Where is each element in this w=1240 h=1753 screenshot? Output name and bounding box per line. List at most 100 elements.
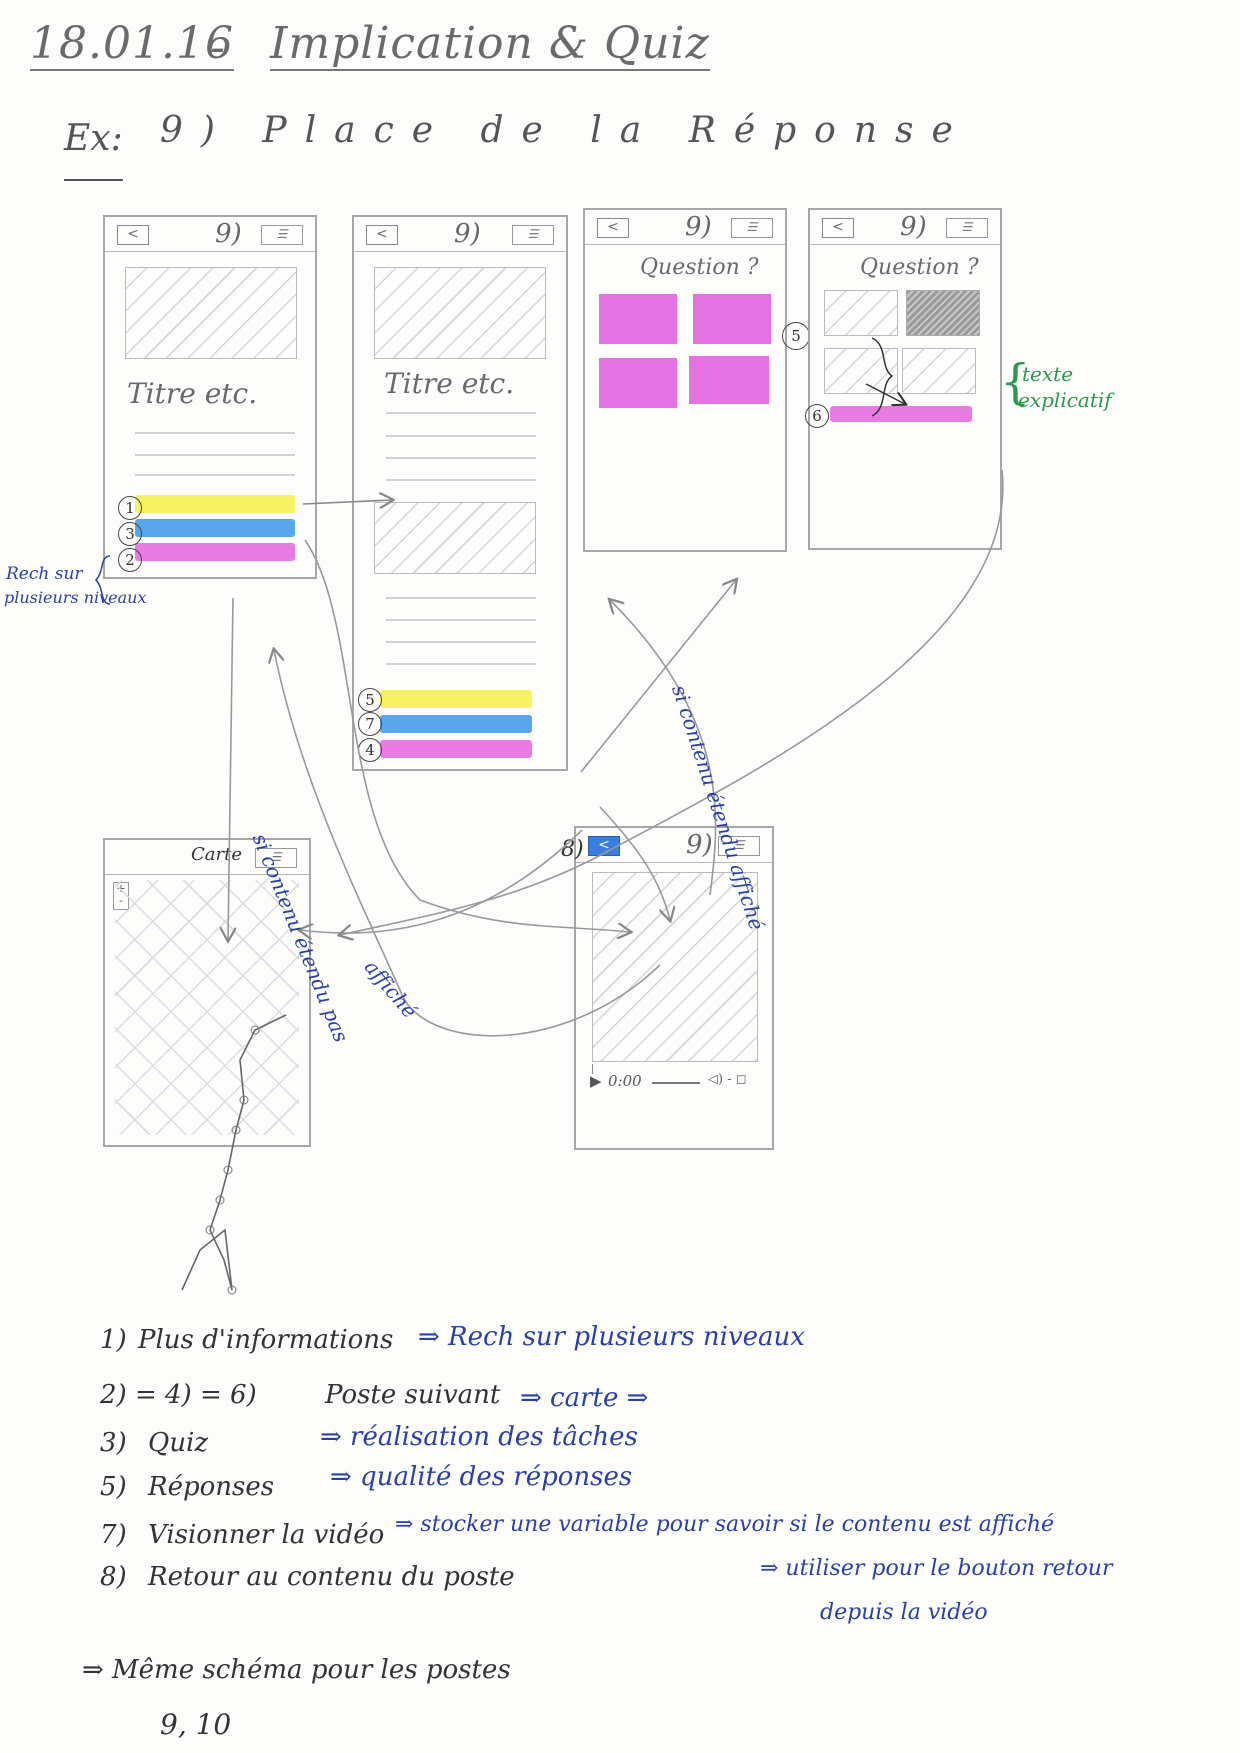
- answer-option-3[interactable]: [599, 358, 677, 408]
- map-waypoint: [227, 1285, 237, 1295]
- menu-icon[interactable]: ☰: [718, 836, 760, 856]
- question-text: Question ?: [860, 255, 979, 280]
- circled-number-5-screen2: 5: [358, 688, 382, 712]
- next-post-button[interactable]: [830, 406, 972, 422]
- menu-icon[interactable]: ☰: [731, 218, 773, 238]
- answer-option-4[interactable]: [689, 356, 769, 404]
- post-title: Titre etc.: [127, 377, 258, 410]
- image-placeholder: [374, 267, 546, 359]
- title-bar: < 9) ☰: [354, 217, 566, 252]
- screen-number: 9): [685, 212, 712, 242]
- map-waypoint: [231, 1125, 241, 1135]
- title-bar: < 9) ☰: [576, 828, 772, 863]
- green-note-explicatif: explicatif: [1018, 388, 1112, 412]
- map-waypoint: [205, 1225, 215, 1235]
- text-line: [135, 432, 295, 434]
- post-title: Titre etc.: [384, 367, 515, 400]
- progress-start: [592, 1064, 601, 1074]
- arrow-6-to-map: [340, 469, 1004, 935]
- note-label-5: Réponses: [148, 1472, 275, 1502]
- note-num-3: 3): [100, 1428, 127, 1458]
- video-player[interactable]: [592, 872, 758, 1062]
- circled-number-3: 3: [118, 522, 142, 546]
- footer-line2: 9, 10: [160, 1708, 232, 1741]
- next-post-button[interactable]: [380, 740, 532, 758]
- text-line: [386, 435, 536, 437]
- note-num-1: 1): [100, 1325, 127, 1355]
- left-note-line1: Rech sur: [6, 564, 83, 584]
- text-line: [386, 457, 536, 459]
- title-bar: < 9) ☰: [105, 217, 315, 252]
- arrow-video-back-to-screen1: [274, 650, 661, 1037]
- note-result-8-cont: depuis la vidéo: [820, 1600, 988, 1625]
- answer-option-2[interactable]: [693, 294, 771, 344]
- back-button[interactable]: <: [822, 218, 854, 238]
- volume-fullscreen-icons[interactable]: ◁) - ◻: [708, 1072, 747, 1087]
- menu-icon[interactable]: ☰: [512, 225, 554, 245]
- date-header: 18.01.16: [30, 18, 234, 71]
- extended-image-placeholder: [374, 502, 536, 574]
- exercise-label: Ex:: [64, 118, 123, 181]
- topic-header: Implication & Quiz: [270, 18, 710, 71]
- note-label-7: Visionner la vidéo: [148, 1520, 385, 1550]
- note-result-5: ⇒ qualité des réponses: [330, 1462, 633, 1492]
- map-area[interactable]: [115, 880, 299, 1135]
- menu-icon[interactable]: ☰: [946, 218, 988, 238]
- menu-icon[interactable]: ☰: [261, 225, 303, 245]
- arrow-5-to-quiz: [580, 580, 736, 773]
- note-num-2: 2) = 4) = 6): [100, 1380, 257, 1410]
- back-button[interactable]: <: [588, 836, 620, 856]
- text-line: [386, 412, 536, 414]
- title-bar: < 9) ☰: [585, 210, 785, 245]
- video-button[interactable]: [380, 715, 532, 733]
- screen-map: Carte ☰ + -: [103, 838, 311, 1147]
- map-waypoint: [215, 1195, 225, 1205]
- map-waypoint: [223, 1165, 233, 1175]
- arrow-2-to-map: [228, 597, 233, 940]
- screen-quiz-answer: < 9) ☰ Question ?: [808, 208, 1002, 550]
- circled-number-1: 1: [118, 496, 142, 520]
- text-line: [386, 597, 536, 599]
- answer-option-selected[interactable]: [906, 290, 980, 336]
- arrow-1-to-screen2: [302, 500, 392, 504]
- screen-number: 9): [686, 830, 713, 860]
- play-icon[interactable]: ▶: [590, 1072, 602, 1090]
- left-note-line2: plusieurs niveaux: [4, 588, 147, 607]
- screen-number: 9): [454, 219, 481, 249]
- note-num-7: 7): [100, 1520, 127, 1550]
- back-button[interactable]: <: [597, 218, 629, 238]
- arrow-4-to-map: [300, 829, 583, 933]
- next-post-button[interactable]: [135, 543, 295, 561]
- screen-number: 9): [215, 219, 242, 249]
- note-label-3: Quiz: [148, 1428, 209, 1458]
- circled-number-7: 7: [358, 712, 382, 736]
- note-label-2: Poste suivant: [325, 1380, 501, 1410]
- screen-video: < 9) ☰ ▶ 0:00 ◁) - ◻: [574, 826, 774, 1150]
- more-info-button[interactable]: [380, 690, 532, 708]
- menu-icon[interactable]: ☰: [255, 848, 297, 868]
- more-info-button[interactable]: [135, 495, 295, 513]
- arrow-5-to-answer: [865, 383, 905, 404]
- answer-option-1[interactable]: [824, 290, 898, 336]
- circled-number-6: 6: [805, 404, 829, 428]
- note-num-8: 8): [100, 1562, 127, 1592]
- label-8: 8: [561, 837, 575, 862]
- text-line: [386, 619, 536, 621]
- back-button[interactable]: <: [117, 225, 149, 245]
- screen-number: 9): [900, 212, 927, 242]
- map-waypoint: [239, 1095, 249, 1105]
- seek-bar[interactable]: [652, 1082, 700, 1084]
- note-num-5: 5): [100, 1472, 127, 1502]
- note-label-1: Plus d'informations: [138, 1325, 394, 1355]
- answer-option-1[interactable]: [599, 294, 677, 344]
- circled-number-2: 2: [118, 548, 142, 572]
- screen-post-content-extended: < 9) ☰ Titre etc.: [352, 215, 568, 771]
- back-button[interactable]: <: [366, 225, 398, 245]
- image-placeholder: [125, 267, 297, 359]
- arrow-7-to-video: [599, 806, 670, 920]
- answer-option-4[interactable]: [902, 348, 976, 394]
- circled-number-8: 8): [561, 837, 584, 862]
- note-result-8: ⇒ utiliser pour le bouton retour: [760, 1556, 1113, 1581]
- quiz-button[interactable]: [135, 519, 295, 537]
